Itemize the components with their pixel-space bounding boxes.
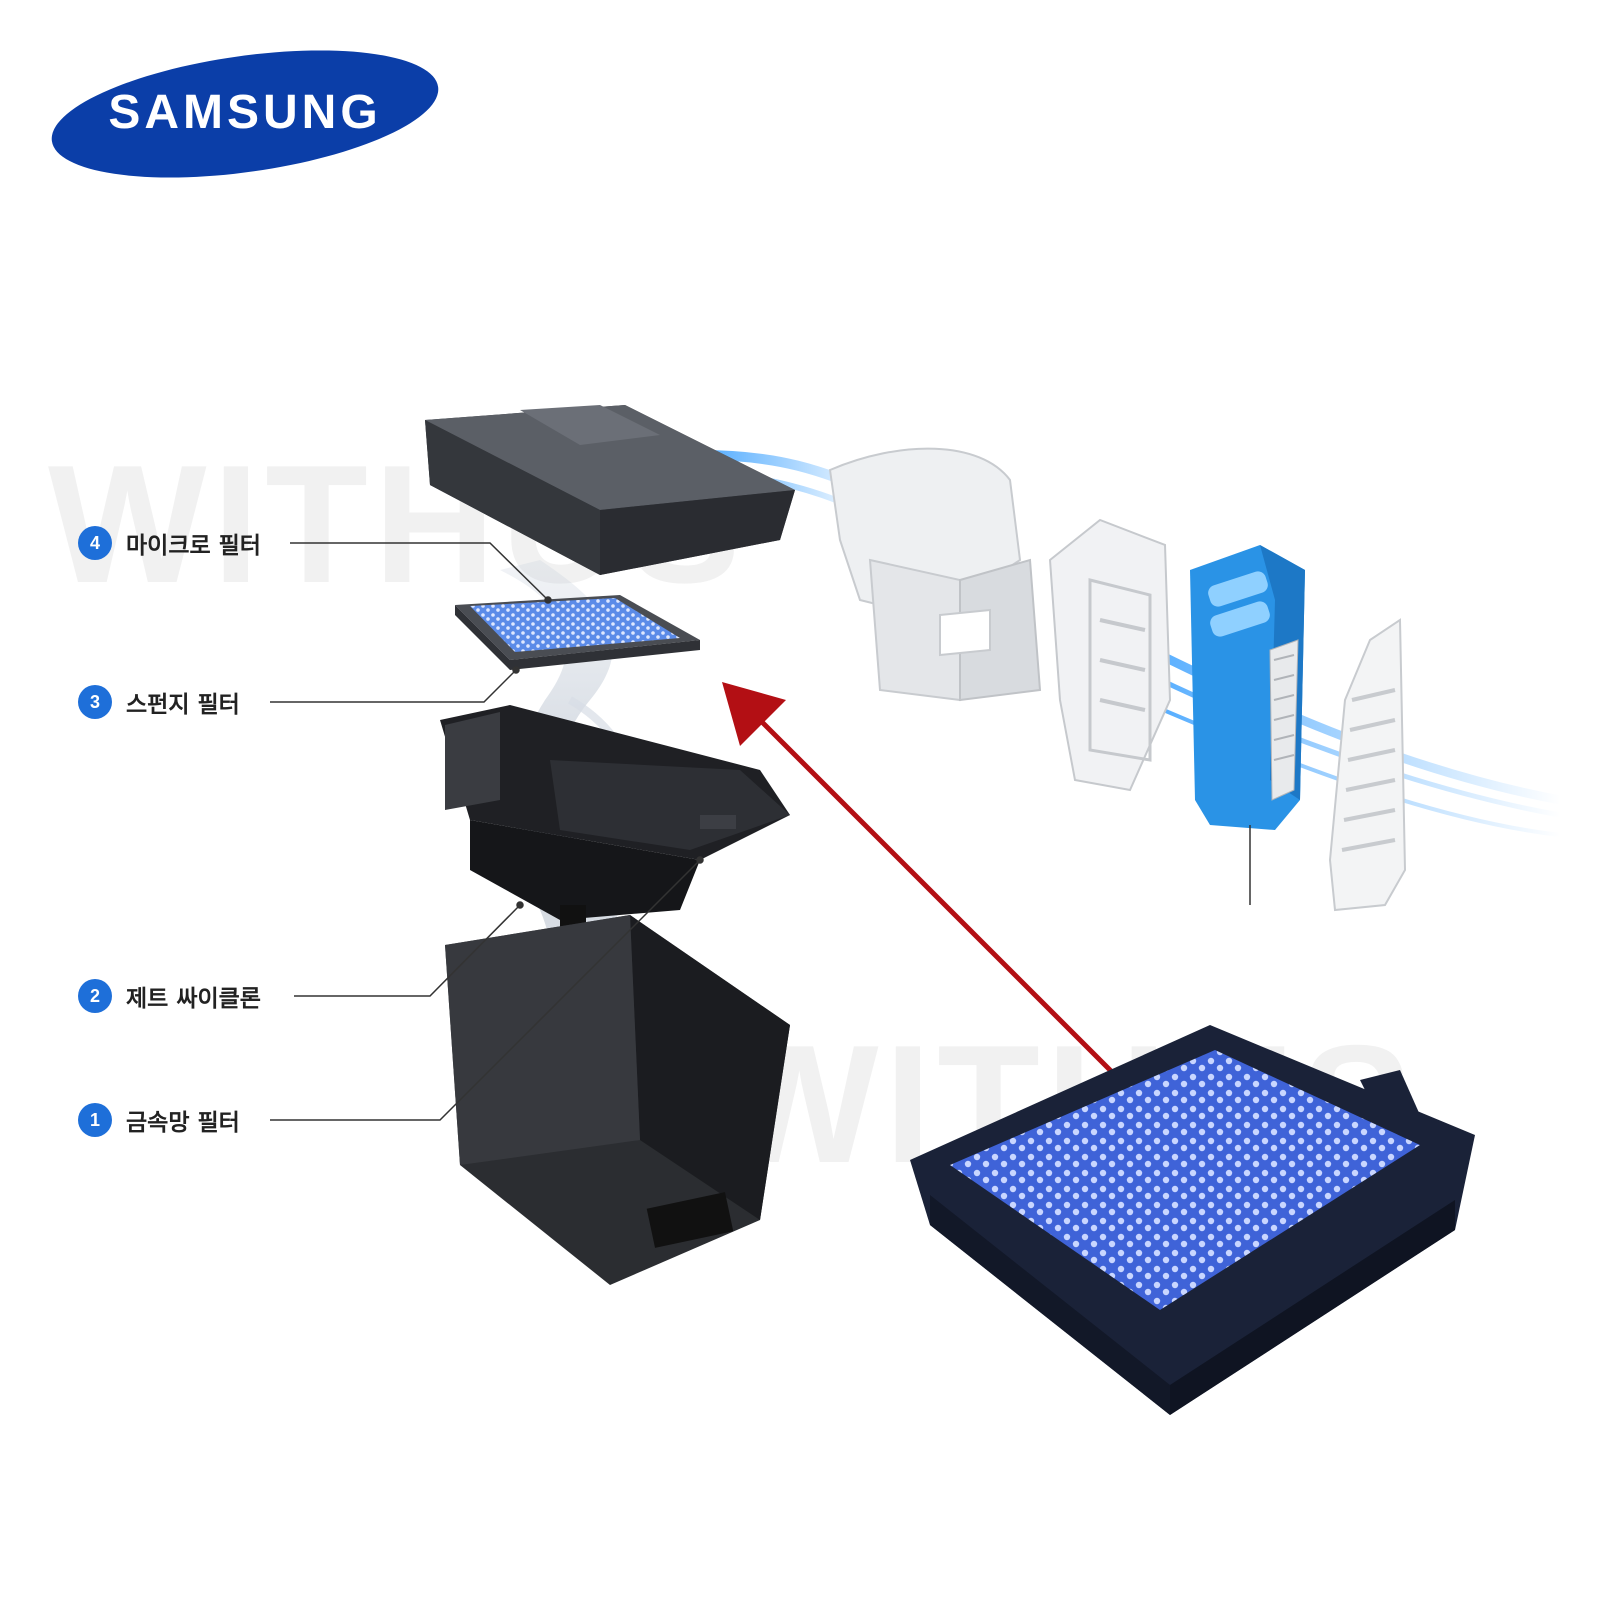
badge-1: 1 xyxy=(78,1103,112,1137)
label-sponge-filter: 3 스펀지 필터 xyxy=(78,685,240,719)
micro-filter xyxy=(455,595,700,670)
motor-housing xyxy=(830,449,1040,700)
badge-2: 2 xyxy=(78,979,112,1013)
filter-closeup xyxy=(910,1025,1475,1415)
dust-bin xyxy=(445,915,790,1285)
label-text: 금속망 필터 xyxy=(126,1103,240,1137)
label-text: 스펀지 필터 xyxy=(126,685,240,719)
badge-4: 4 xyxy=(78,526,112,560)
label-metal-mesh-filter: 1 금속망 필터 xyxy=(78,1103,240,1137)
label-micro-filter: 4 마이크로 필터 xyxy=(78,526,261,560)
badge-3: 3 xyxy=(78,685,112,719)
jet-cyclone xyxy=(440,705,790,935)
blue-filter-cassette xyxy=(1190,545,1305,830)
white-bracket xyxy=(1050,520,1170,790)
label-text: 마이크로 필터 xyxy=(126,526,261,560)
label-text: 제트 싸이클론 xyxy=(126,979,261,1013)
white-grille xyxy=(1330,620,1405,910)
top-lid xyxy=(425,405,795,575)
label-jet-cyclone: 2 제트 싸이클론 xyxy=(78,979,261,1013)
